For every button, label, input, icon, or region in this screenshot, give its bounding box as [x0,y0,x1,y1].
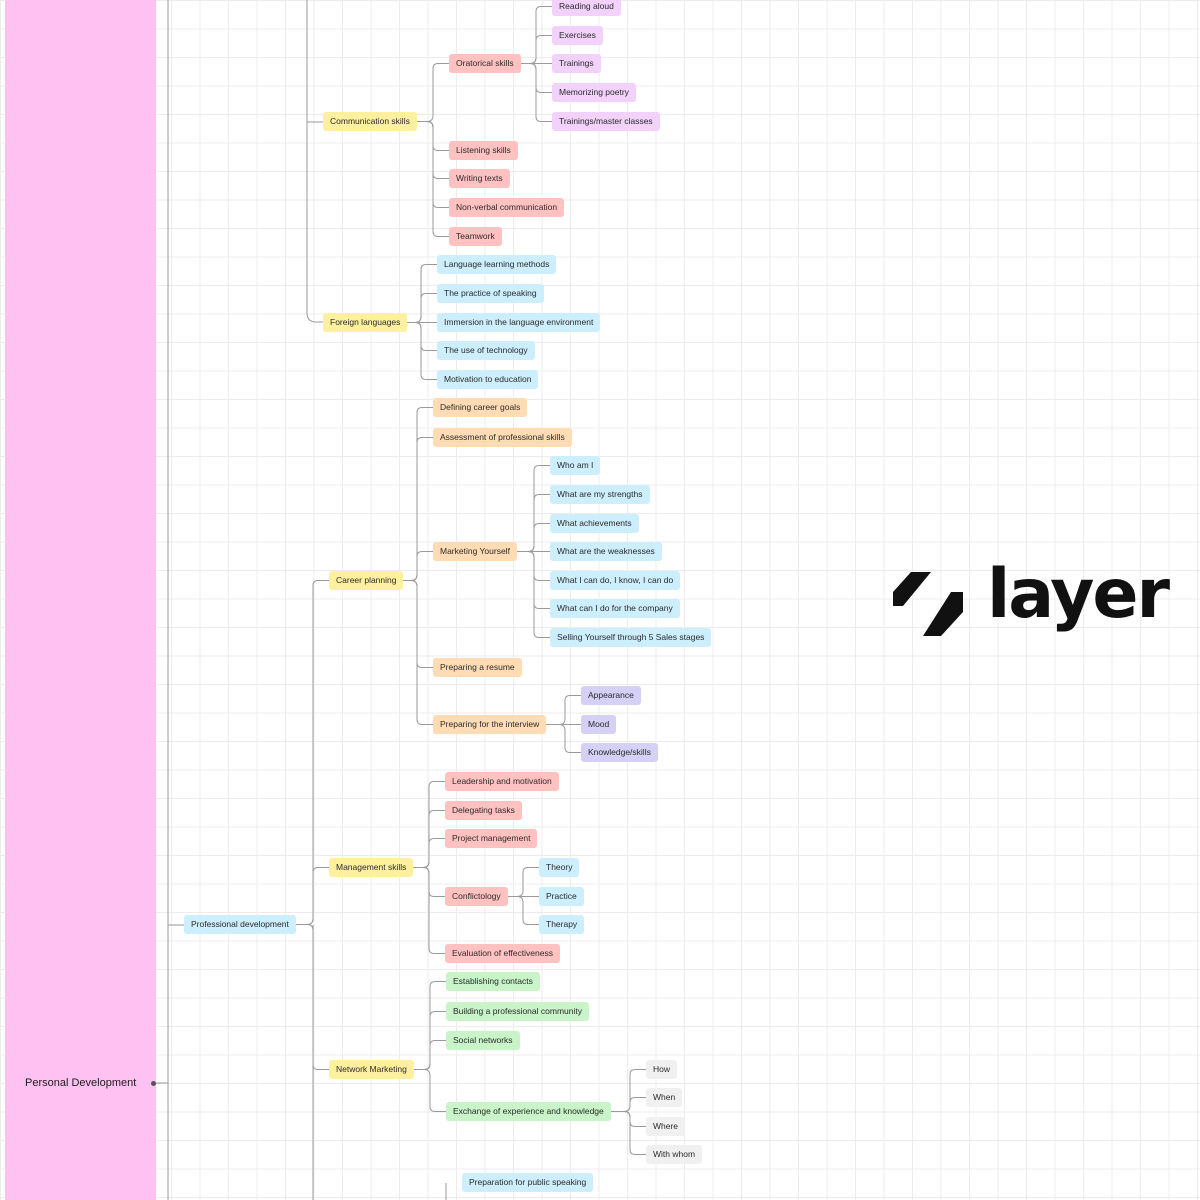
layer-logo-text: layer [987,555,1170,634]
node-trainings-master-classes[interactable]: Trainings/master classes [552,112,660,131]
node-motivation-to-education[interactable]: Motivation to education [437,370,539,389]
layer-logo-mark-icon [893,572,963,636]
layer-logo: layer [893,555,1170,644]
root-connector-dot [151,1081,156,1086]
node-achievements[interactable]: What achievements [550,514,639,533]
node-oratorical-skills[interactable]: Oratorical skills [449,54,521,73]
node-therapy[interactable]: Therapy [539,915,585,934]
node-for-the-company[interactable]: What can I do for the company [550,599,680,618]
node-teamwork[interactable]: Teamwork [449,227,502,246]
node-weaknesses[interactable]: What are the weaknesses [550,542,662,561]
node-what-i-can-do[interactable]: What I can do, I know, I can do [550,571,681,590]
node-network-marketing[interactable]: Network Marketing [329,1060,414,1079]
node-preparing-resume[interactable]: Preparing a resume [433,658,522,677]
node-appearance[interactable]: Appearance [581,686,641,705]
node-delegating-tasks[interactable]: Delegating tasks [445,801,522,820]
node-knowledge-skills[interactable]: Knowledge/skills [581,743,658,762]
node-who-am-i[interactable]: Who am I [550,456,601,475]
node-practice-of-speaking[interactable]: The practice of speaking [437,284,544,303]
node-memorizing-poetry[interactable]: Memorizing poetry [552,83,636,102]
node-listening-skills[interactable]: Listening skills [449,141,518,160]
node-career-planning[interactable]: Career planning [329,571,404,590]
node-trainings[interactable]: Trainings [552,54,601,73]
node-when[interactable]: When [646,1088,683,1107]
node-assessment-professional-skills[interactable]: Assessment of professional skills [433,428,572,447]
node-reading-aloud[interactable]: Reading aloud [552,0,621,16]
node-public-speaking[interactable]: Preparation for public speaking [462,1173,594,1192]
node-use-of-technology[interactable]: The use of technology [437,341,535,360]
node-writing-texts[interactable]: Writing texts [449,169,510,188]
root-node-label[interactable]: Personal Development [25,1077,137,1089]
node-communication-skills[interactable]: Communication skills [323,112,417,131]
node-professional-community[interactable]: Building a professional community [446,1002,589,1021]
node-exchange-experience[interactable]: Exchange of experience and knowledge [446,1102,611,1121]
node-leadership-motivation[interactable]: Leadership and motivation [445,772,559,791]
node-foreign-languages[interactable]: Foreign languages [323,313,408,332]
node-mood[interactable]: Mood [581,715,617,734]
node-theory[interactable]: Theory [539,858,580,877]
node-defining-career-goals[interactable]: Defining career goals [433,398,528,417]
node-selling-yourself[interactable]: Selling Yourself through 5 Sales stages [550,628,712,647]
node-professional-development[interactable]: Professional development [184,915,296,934]
node-immersion[interactable]: Immersion in the language environment [437,313,601,332]
root-panel [5,0,156,1200]
node-establishing-contacts[interactable]: Establishing contacts [446,972,540,991]
node-conflictology[interactable]: Conflictology [445,887,508,906]
node-how[interactable]: How [646,1060,678,1079]
node-evaluation-effectiveness[interactable]: Evaluation of effectiveness [445,944,560,963]
node-non-verbal-communication[interactable]: Non-verbal communication [449,198,565,217]
node-with-whom[interactable]: With whom [646,1145,703,1164]
node-project-management[interactable]: Project management [445,829,538,848]
node-practice[interactable]: Practice [539,887,584,906]
node-marketing-yourself[interactable]: Marketing Yourself [433,542,517,561]
node-social-networks[interactable]: Social networks [446,1031,520,1050]
node-exercises[interactable]: Exercises [552,26,603,45]
node-my-strengths[interactable]: What are my strengths [550,485,650,504]
node-language-learning-methods[interactable]: Language learning methods [437,255,557,274]
node-where[interactable]: Where [646,1117,686,1136]
node-preparing-interview[interactable]: Preparing for the interview [433,715,547,734]
node-management-skills[interactable]: Management skills [329,858,414,877]
